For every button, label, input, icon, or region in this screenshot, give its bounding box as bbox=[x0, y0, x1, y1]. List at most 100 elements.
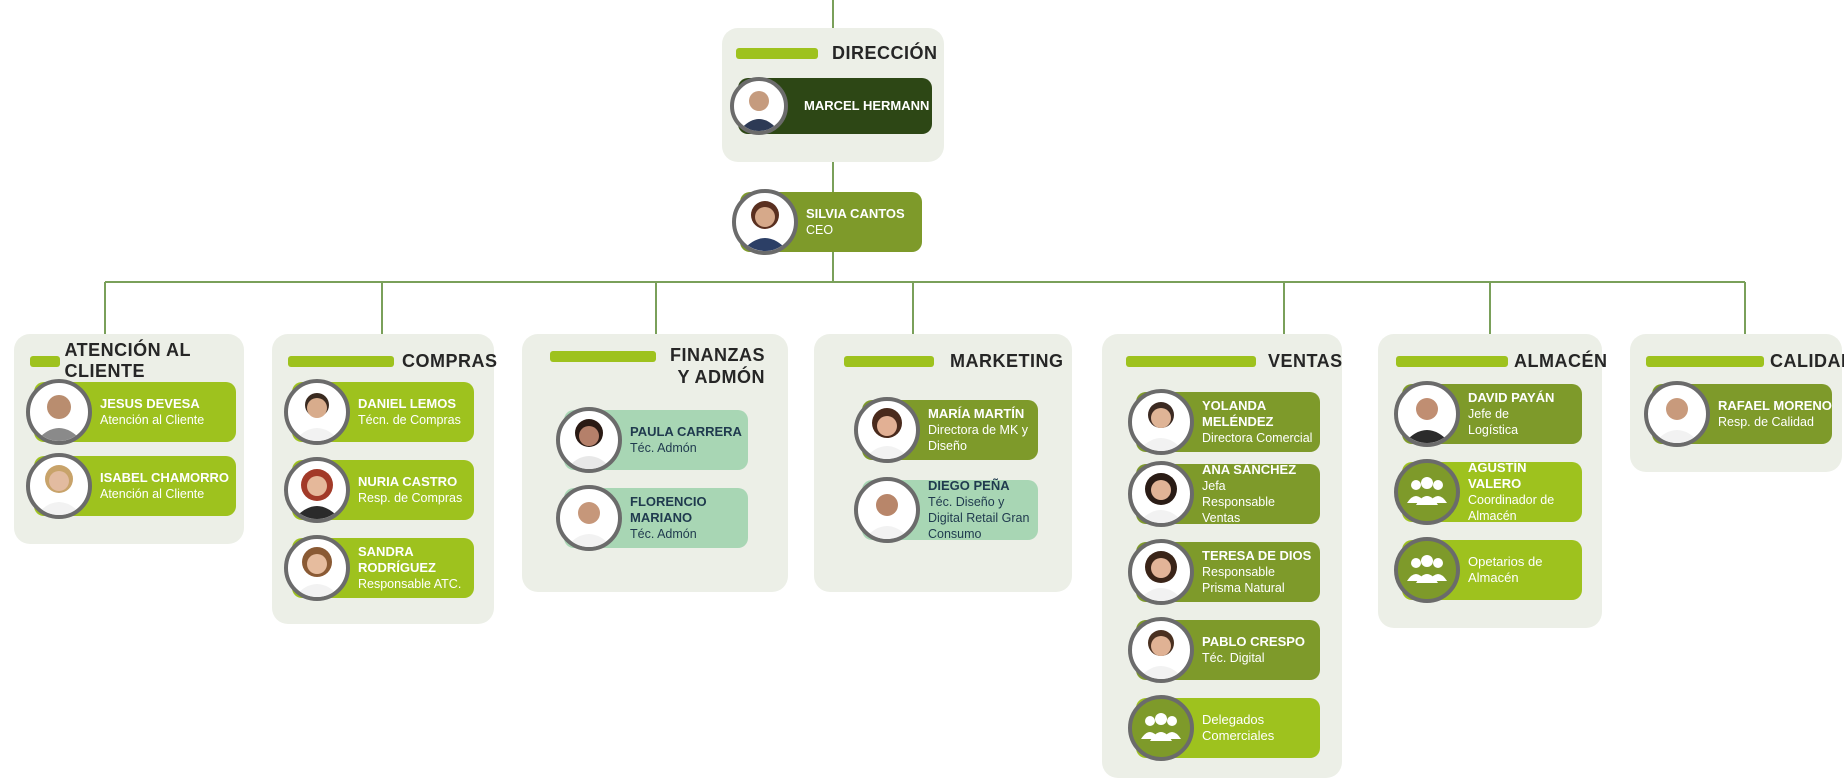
person-role: Téc. Digital bbox=[1202, 651, 1265, 665]
heading-accent-bar bbox=[1396, 355, 1508, 367]
person-role: Téc. Admón bbox=[630, 441, 697, 455]
person-name: MARÍA MARTÍN bbox=[928, 406, 1025, 421]
person-role: Jefe de Logística bbox=[1468, 407, 1519, 437]
avatar bbox=[1394, 537, 1460, 603]
person-card-daniel-lemos[interactable]: DANIEL LEMOS Técn. de Compras bbox=[284, 379, 474, 445]
department-title: VENTAS bbox=[1268, 350, 1343, 371]
person-card-maria-martin[interactable]: MARÍA MARTÍN Directora de MK y Diseño bbox=[854, 397, 1038, 463]
person-role: Responsable Prisma Natural bbox=[1202, 565, 1285, 595]
person-name: ANA SÁNCHEZ bbox=[1202, 462, 1297, 477]
person-name: PAULA CARRERA bbox=[630, 424, 742, 439]
person-role: Resp. de Calidad bbox=[1718, 415, 1814, 429]
group-name: Opetarios de Almacén bbox=[1468, 554, 1543, 585]
person-role: CEO bbox=[806, 223, 834, 237]
person-card-ana-sanchez[interactable]: ANA SÁNCHEZ Jefa Responsable Ventas bbox=[1128, 461, 1320, 527]
department-title: FINANZAS bbox=[670, 345, 765, 365]
department-title-block: FINANZAS Y ADMÓN bbox=[670, 344, 765, 388]
department-heading: ALMACÉN bbox=[1396, 346, 1608, 376]
avatar bbox=[1128, 695, 1194, 761]
person-name: MARCEL HERMANN bbox=[804, 98, 930, 113]
department-heading: CALIDAD bbox=[1646, 346, 1844, 376]
department-panel-marketing: MARKETING MARÍA MARTÍN Directora de MK y … bbox=[814, 334, 1072, 592]
avatar bbox=[730, 77, 788, 135]
person-name: SANDRA RODRÍGUEZ bbox=[358, 544, 436, 575]
heading-accent-bar bbox=[844, 355, 934, 367]
group-card-delegados-comerciales[interactable]: Delegados Comerciales bbox=[1128, 695, 1320, 761]
department-heading: MARKETING bbox=[844, 346, 1064, 376]
person-card-marcel-hermann[interactable]: MARCEL HERMANN bbox=[730, 77, 932, 135]
avatar bbox=[1644, 381, 1710, 447]
department-title: ALMACÉN bbox=[1514, 350, 1608, 371]
person-name: AGUSTÍN VALERO bbox=[1468, 460, 1527, 491]
heading-accent-bar bbox=[1646, 355, 1764, 367]
group-card-operarios-almacen[interactable]: Opetarios de Almacén bbox=[1394, 537, 1582, 603]
direccion-heading: DIRECCIÓN bbox=[736, 38, 938, 68]
person-role: Técn. de Compras bbox=[358, 413, 461, 427]
department-title-line2: Y ADMÓN bbox=[677, 367, 765, 387]
person-name: TERESA DE DIOS bbox=[1202, 548, 1312, 563]
person-name: DIEGO PEÑA bbox=[928, 478, 1010, 493]
person-role: Téc. Diseño y Digital Retail Gran Consum… bbox=[928, 495, 1030, 541]
group-icon bbox=[1141, 713, 1181, 741]
person-role: Jefa Responsable Ventas bbox=[1202, 479, 1275, 525]
person-role: Directora Comercial bbox=[1202, 431, 1313, 445]
heading-accent-bar bbox=[736, 47, 818, 59]
avatar bbox=[26, 379, 92, 445]
group-name: Delegados Comerciales bbox=[1202, 712, 1275, 743]
avatar bbox=[1128, 539, 1194, 605]
department-title: MARKETING bbox=[950, 350, 1064, 371]
person-card-teresa-de-dios[interactable]: TERESA DE DIOS Responsable Prisma Natural bbox=[1128, 539, 1320, 605]
avatar bbox=[854, 397, 920, 463]
avatar bbox=[284, 535, 350, 601]
person-card-david-payan[interactable]: DAVID PAYÁN Jefe de Logística bbox=[1394, 381, 1582, 447]
department-heading: COMPRAS bbox=[288, 346, 498, 376]
direccion-panel: DIRECCIÓN MARCEL HERMANN bbox=[722, 28, 944, 162]
avatar bbox=[854, 477, 920, 543]
person-role: Resp. de Compras bbox=[358, 491, 463, 505]
person-name: SILVIA CANTOS bbox=[806, 206, 905, 221]
person-card-diego-pena[interactable]: DIEGO PEÑA Téc. Diseño y Digital Retail G… bbox=[854, 477, 1038, 543]
avatar bbox=[1128, 461, 1194, 527]
person-name: NURIA CASTRO bbox=[358, 474, 458, 489]
avatar bbox=[1128, 389, 1194, 455]
avatar bbox=[556, 485, 622, 551]
person-card-paula-carrera[interactable]: PAULA CARRERA Téc. Admón bbox=[556, 407, 748, 473]
heading-accent-bar bbox=[1126, 355, 1256, 367]
heading-accent-bar bbox=[550, 351, 656, 362]
person-card-nuria-castro[interactable]: NURIA CASTRO Resp. de Compras bbox=[284, 457, 474, 523]
person-name: DAVID PAYÁN bbox=[1468, 390, 1555, 405]
person-name: ISABEL CHAMORRO bbox=[100, 470, 230, 485]
person-card-silvia-cantos[interactable]: SILVIA CANTOS CEO bbox=[732, 189, 922, 255]
direccion-title: DIRECCIÓN bbox=[832, 42, 938, 63]
avatar bbox=[556, 407, 622, 473]
department-title: ATENCIÓN AL CLIENTE bbox=[64, 340, 191, 381]
department-title: CALIDAD bbox=[1770, 350, 1844, 371]
department-panel-almacen: ALMACÉN DAVID PAYÁN Jefe de Logística AGU… bbox=[1378, 334, 1607, 628]
avatar bbox=[1394, 459, 1460, 525]
person-role: Coordinador de Almacén bbox=[1468, 493, 1555, 523]
avatar bbox=[26, 453, 92, 519]
avatar bbox=[1128, 617, 1194, 683]
person-role: Atención al Cliente bbox=[100, 487, 205, 501]
person-name: DANIEL LEMOS bbox=[358, 396, 456, 411]
person-role: Téc. Admón bbox=[630, 527, 697, 541]
person-card-isabel-chamorro[interactable]: ISABEL CHAMORRO Atención al Cliente bbox=[26, 453, 236, 519]
avatar bbox=[284, 379, 350, 445]
avatar bbox=[732, 189, 798, 255]
department-heading: VENTAS bbox=[1126, 346, 1343, 376]
department-title: COMPRAS bbox=[402, 350, 498, 371]
person-role: Directora de MK y Diseño bbox=[928, 423, 1029, 453]
person-name: JESUS DEVESA bbox=[100, 396, 200, 411]
heading-accent-bar bbox=[288, 355, 394, 367]
